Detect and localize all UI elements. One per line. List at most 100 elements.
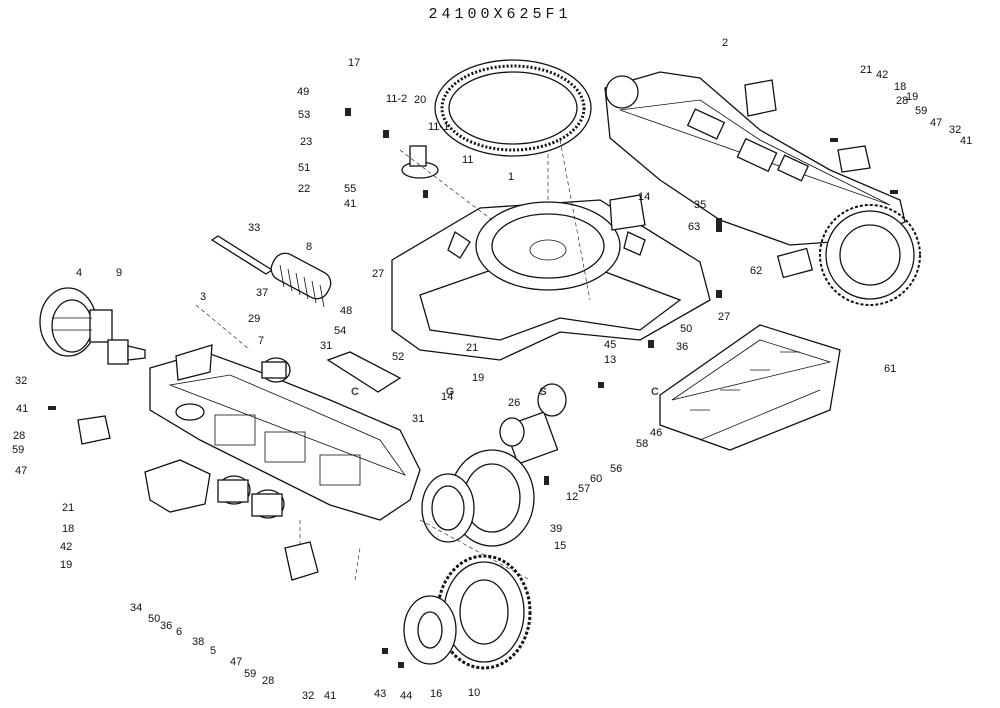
watermark-letter: C <box>651 386 659 398</box>
callout-number: 41 <box>344 198 356 210</box>
callout-number: 18 <box>62 523 74 535</box>
callout-number: 9 <box>116 267 122 279</box>
callout-number: 36 <box>160 620 172 632</box>
callout-number: 59 <box>12 444 24 456</box>
callout-number: 37 <box>256 287 268 299</box>
watermark-letter: C <box>351 386 359 398</box>
callout-number: 29 <box>248 313 260 325</box>
part-61-track-guard <box>659 324 841 451</box>
callout-number: 39 <box>550 523 562 535</box>
part-33-rod <box>210 235 274 275</box>
part-6-bracket <box>144 459 211 513</box>
callout-number: 43 <box>374 688 386 700</box>
callout-number: 23 <box>300 136 312 148</box>
part-15-reduction-gear <box>421 449 535 547</box>
callout-number: 28 <box>262 675 274 687</box>
part-28-cover-plate-bottom <box>284 541 319 581</box>
part-28-cover-plate-right <box>837 145 871 173</box>
callout-number: 13 <box>604 354 616 366</box>
callout-number: 47 <box>15 465 27 477</box>
callout-number: 2 <box>722 37 728 49</box>
part-31-guard <box>326 351 402 393</box>
callout-number: 12 <box>566 491 578 503</box>
callout-number: 1 <box>508 171 514 183</box>
part-7-carrier-roller <box>261 357 291 383</box>
callout-number: 11-2 <box>386 93 407 105</box>
callout-number: 54 <box>334 325 346 337</box>
callout-number: 46 <box>650 427 662 439</box>
callout-number: 28 <box>896 95 908 107</box>
callout-number: 51 <box>298 162 310 174</box>
callout-number: 10 <box>468 687 480 699</box>
leader-lines <box>195 139 591 581</box>
part-10-sprocket <box>436 554 532 670</box>
watermark-letter: G <box>446 386 455 398</box>
callout-number: 17 <box>348 57 360 69</box>
part-4-idler <box>39 287 113 357</box>
callout-number: 41 <box>324 690 336 702</box>
callout-number: 20 <box>414 94 426 106</box>
callout-number: 26 <box>508 397 520 409</box>
hardware-bolts <box>48 108 898 668</box>
callout-number: 63 <box>688 221 700 233</box>
callout-number: 32 <box>949 124 961 136</box>
callout-number: 32 <box>302 690 314 702</box>
callout-number: 56 <box>610 463 622 475</box>
callout-number: 22 <box>298 183 310 195</box>
callout-number: 31 <box>320 340 332 352</box>
callout-number: 42 <box>876 69 888 81</box>
callout-number: 41 <box>16 403 28 415</box>
callout-number: 38 <box>192 636 204 648</box>
callout-number: 50 <box>148 613 160 625</box>
part-2-right-track-frame <box>604 71 921 306</box>
callout-number: 14 <box>638 191 650 203</box>
part-9-tension-cylinder <box>107 339 146 365</box>
part-3-left-track-frame <box>149 344 421 521</box>
callout-number: 45 <box>604 339 616 351</box>
callout-number: 15 <box>554 540 566 552</box>
callout-number: 21 <box>860 64 872 76</box>
callout-number: 16 <box>430 688 442 700</box>
callout-number: 61 <box>884 363 896 375</box>
callout-number: 42 <box>60 541 72 553</box>
callout-number: 50 <box>680 323 692 335</box>
callout-number: 4 <box>76 267 82 279</box>
callout-number: 32 <box>15 375 27 387</box>
callout-number: 14 <box>441 391 453 403</box>
callout-number: 55 <box>344 183 356 195</box>
callout-number: 11-1 <box>428 121 449 133</box>
callout-number: 48 <box>340 305 352 317</box>
callout-number: 5 <box>210 645 216 657</box>
callout-number: 62 <box>750 265 762 277</box>
callout-number: 52 <box>392 351 404 363</box>
part-16-spacer-ring <box>403 595 457 665</box>
callout-number: 3 <box>200 291 206 303</box>
callout-number: 49 <box>297 86 309 98</box>
callout-number: 59 <box>915 105 927 117</box>
callout-number: 53 <box>298 109 310 121</box>
part-11-swivel-part <box>401 145 439 179</box>
part-28-cover-plate-top <box>744 79 777 117</box>
callout-number: 19 <box>60 559 72 571</box>
callout-number: 44 <box>400 690 412 702</box>
part-1-center-frame <box>391 194 711 361</box>
callout-number: 27 <box>718 311 730 323</box>
part-28-cover-plate-left <box>77 415 111 445</box>
part-17-swing-ring-gear <box>434 59 592 157</box>
callout-number: 7 <box>258 335 264 347</box>
callout-number: 34 <box>130 602 142 614</box>
callout-number: 59 <box>244 668 256 680</box>
callout-number: 58 <box>636 438 648 450</box>
callout-number: 28 <box>13 430 25 442</box>
callout-number: 8 <box>306 241 312 253</box>
part-38-track-roller <box>217 475 251 505</box>
callout-number: 18 <box>894 81 906 93</box>
callout-number: 31 <box>412 413 424 425</box>
callout-number: 21 <box>466 342 478 354</box>
part-5-track-roller <box>251 489 285 519</box>
callout-number: 47 <box>930 117 942 129</box>
